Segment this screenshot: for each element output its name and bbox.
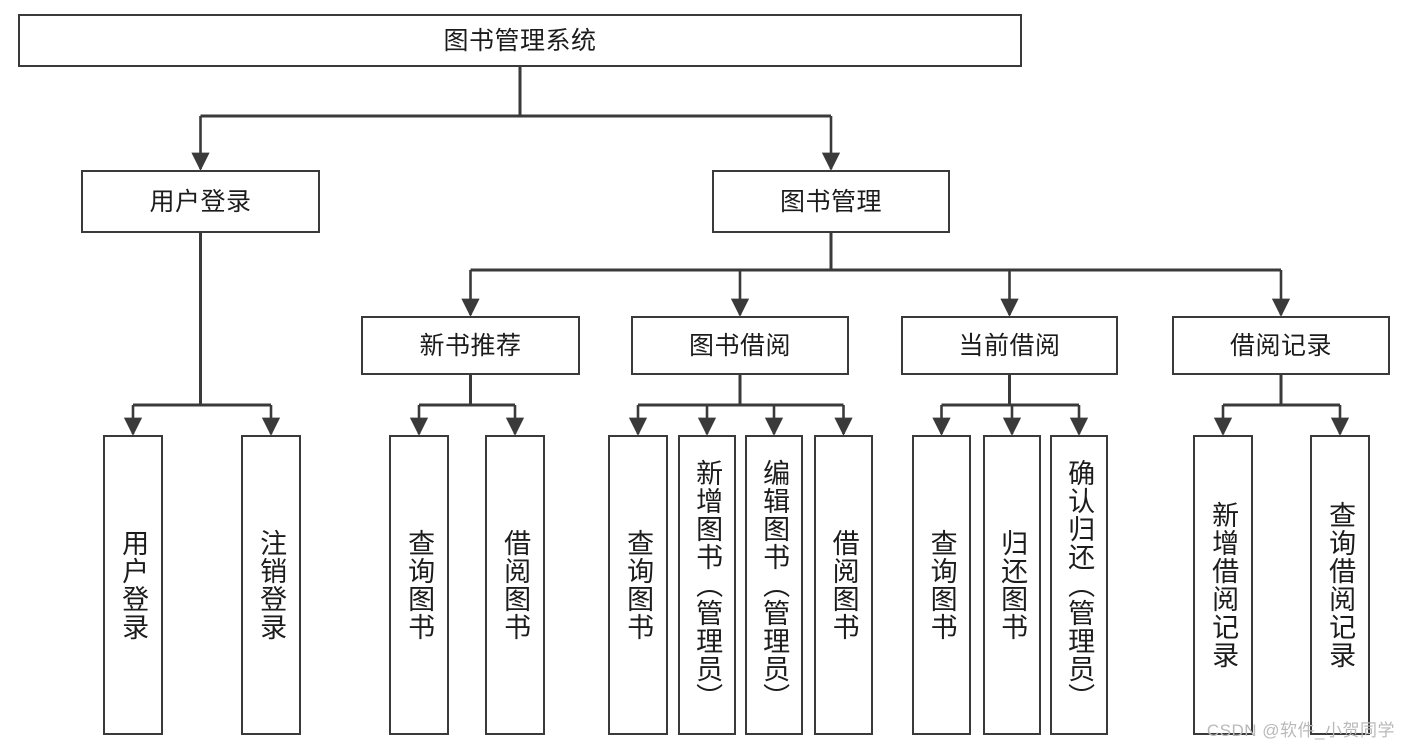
node-leaf-edit-book: 编辑图书（管理员） [745,435,803,735]
node-label: 新书推荐 [419,331,522,360]
node-leaf-borrow-1: 借阅图书 [485,435,545,735]
node-label: 新增借阅记录 [1208,501,1239,669]
node-leaf-add-rec: 新增借阅记录 [1193,435,1253,735]
node-current-borrow: 当前借阅 [901,316,1118,375]
node-label: 新增图书（管理员） [692,459,723,711]
node-label: 编辑图书（管理员） [759,459,790,711]
node-label: 确认归还（管理员） [1064,459,1095,711]
node-label: 当前借阅 [958,331,1061,360]
node-user-login: 用户登录 [81,170,320,233]
node-leaf-return: 归还图书 [983,435,1041,735]
node-label: 注销登录 [256,529,287,641]
node-label: 借阅记录 [1229,331,1332,360]
node-book-borrow: 图书借阅 [631,316,849,375]
node-new-book-rec: 新书推荐 [361,316,580,375]
node-leaf-user-login: 用户登录 [103,435,163,735]
node-leaf-query-3: 查询图书 [912,435,971,735]
node-label: 归还图书 [997,529,1028,641]
node-label: 用户登录 [149,187,252,216]
node-leaf-query-rec: 查询借阅记录 [1310,435,1370,735]
node-leaf-add-book: 新增图书（管理员） [678,435,736,735]
node-label: 借阅图书 [828,529,859,641]
node-leaf-query-2: 查询图书 [608,435,668,735]
node-leaf-borrow-2: 借阅图书 [814,435,873,735]
node-label: 图书管理 [779,187,882,216]
node-root: 图书管理系统 [18,14,1022,67]
node-label: 图书管理系统 [443,26,597,55]
node-label: 查询图书 [404,529,435,641]
node-borrow-record: 借阅记录 [1172,316,1390,375]
node-label: 借阅图书 [500,529,531,641]
node-leaf-query-1: 查询图书 [389,435,449,735]
node-book-manage: 图书管理 [712,170,950,233]
node-leaf-confirm: 确认归还（管理员） [1050,435,1108,735]
node-label: 查询借阅记录 [1325,501,1356,669]
node-leaf-logout: 注销登录 [241,435,301,735]
node-label: 图书借阅 [688,331,791,360]
node-label: 查询图书 [926,529,957,641]
node-label: 查询图书 [623,529,654,641]
node-label: 用户登录 [118,529,149,641]
